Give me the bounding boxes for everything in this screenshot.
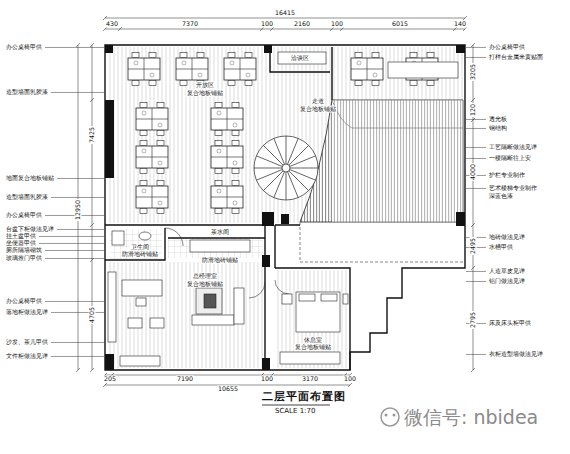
leader-line [466,354,486,355]
dimension: 140 [453,21,467,28]
room-label: 复合地板铺贴 [299,106,337,113]
leader-line [57,229,104,230]
callout-note: 沙发、茶几甲供 [5,339,49,346]
callout-note: 办公桌椅甲供 [5,44,43,51]
dimension: 7190 [176,376,194,383]
dimension: 6015 [391,21,409,28]
callout-note: 办公桌椅甲供 [5,212,43,219]
leader-line [466,147,486,148]
dimension: 10655 [217,386,239,393]
leader-line [57,178,104,179]
dimension: 4000 [470,163,477,181]
dimension: 7425 [89,126,96,144]
callout-note: 护栏专业制作 [488,172,526,179]
leader-line [466,188,486,189]
callout-note: 台盆下柜做法见详 [5,226,55,233]
room-label: 茶水间 [210,229,230,236]
leader-line [39,236,104,237]
callout-note: 玻璃推门甲供 [5,255,43,262]
room-label: 防滑地砖铺贴 [201,257,239,264]
dimension: 430 [105,21,119,28]
callout-note: 地面复合地板铺贴 [5,175,55,182]
leader-line [45,47,104,48]
dimension: 120 [470,103,477,117]
callout-note: 地砖做法见详 [488,234,526,241]
callout-note: 工艺隔断做法见详 [488,144,538,151]
callout-note: 艺术楼梯专业制作 [488,185,538,192]
leader-line [466,47,486,48]
leader-line [466,57,486,58]
callout-note: 办公桌椅甲供 [488,44,526,51]
callout-note: 打样台金属米黄贴面 [488,54,544,61]
room-label: 开放区 [195,82,215,89]
callout-note: 一楼隔断往上安 [488,155,532,162]
dimension: 2495 [470,237,477,255]
leader-line [51,312,104,313]
leader-line [51,356,104,357]
dimension: 4705 [89,306,96,324]
room-label: 防滑地砖铺贴 [121,251,159,258]
room-label: 休息室 [303,337,323,344]
callout-note: 衣柜造型墙做法见详 [488,351,544,358]
leader-line [39,243,104,244]
callout-note: 办公桌椅甲供 [5,298,43,305]
room-label: 复合地板铺贴 [186,281,224,288]
leader-line [45,301,104,302]
leader-line [466,281,486,282]
callout-note: 厕所隔墙砌筑 [5,247,43,254]
room-label: 复合地板铺贴 [294,344,332,351]
leader-line [466,158,486,159]
leader-line [45,258,104,259]
room-label: 复合地板铺贴 [186,90,224,97]
room-label: 卫生间 [130,244,150,251]
callout-note: 文件柜做法见详 [5,353,49,360]
callout-note: 床及床头柜甲供 [488,320,532,327]
dimension: 16415 [274,10,296,17]
room-label: 洽谈区 [290,55,310,62]
callout-note: 水槽甲供 [488,244,514,251]
callout-note: 深蓝色漆 [488,193,514,200]
drawing-title: 二层平面布置图 [262,391,346,403]
dimension: 2160 [293,21,311,28]
room-label: 走道 [311,98,325,105]
dimension: 2795 [470,311,477,329]
callout-note: 透光板 [488,116,508,123]
callout-note: 挂土盆甲供 [5,233,37,240]
dimension: 100 [343,376,357,383]
dimension: 3205 [470,63,477,81]
dimension: 100 [330,21,344,28]
scale-note: SCALE 1:70 [275,408,315,416]
leader-line [466,128,486,129]
room-label: 总经理室 [192,273,218,280]
callout-note: 钢结构 [488,125,508,132]
callout-note: 造型墙面乳胶漆 [5,89,49,96]
leader-line [51,342,104,343]
dimension: 3170 [301,376,319,383]
dimension: 12950 [75,199,82,221]
leader-line [466,119,486,120]
watermark: 微信号: nbidea [404,407,538,428]
leader-line [45,250,104,251]
callout-note: 坐便器甲供 [5,240,37,247]
callout-note: 造型墙面乳胶漆 [5,194,49,201]
dimension: 100 [260,376,274,383]
dimension: 100 [260,21,274,28]
dimension: 7370 [181,21,199,28]
leader-line [51,92,104,93]
dimension: 205 [103,376,117,383]
callout-note: 人造草皮见详 [488,268,526,275]
callout-note: 铝门做法见详 [488,278,526,285]
callout-note: 落地柜做法见详 [5,309,49,316]
leader-line [51,197,104,198]
leader-line [466,271,486,272]
